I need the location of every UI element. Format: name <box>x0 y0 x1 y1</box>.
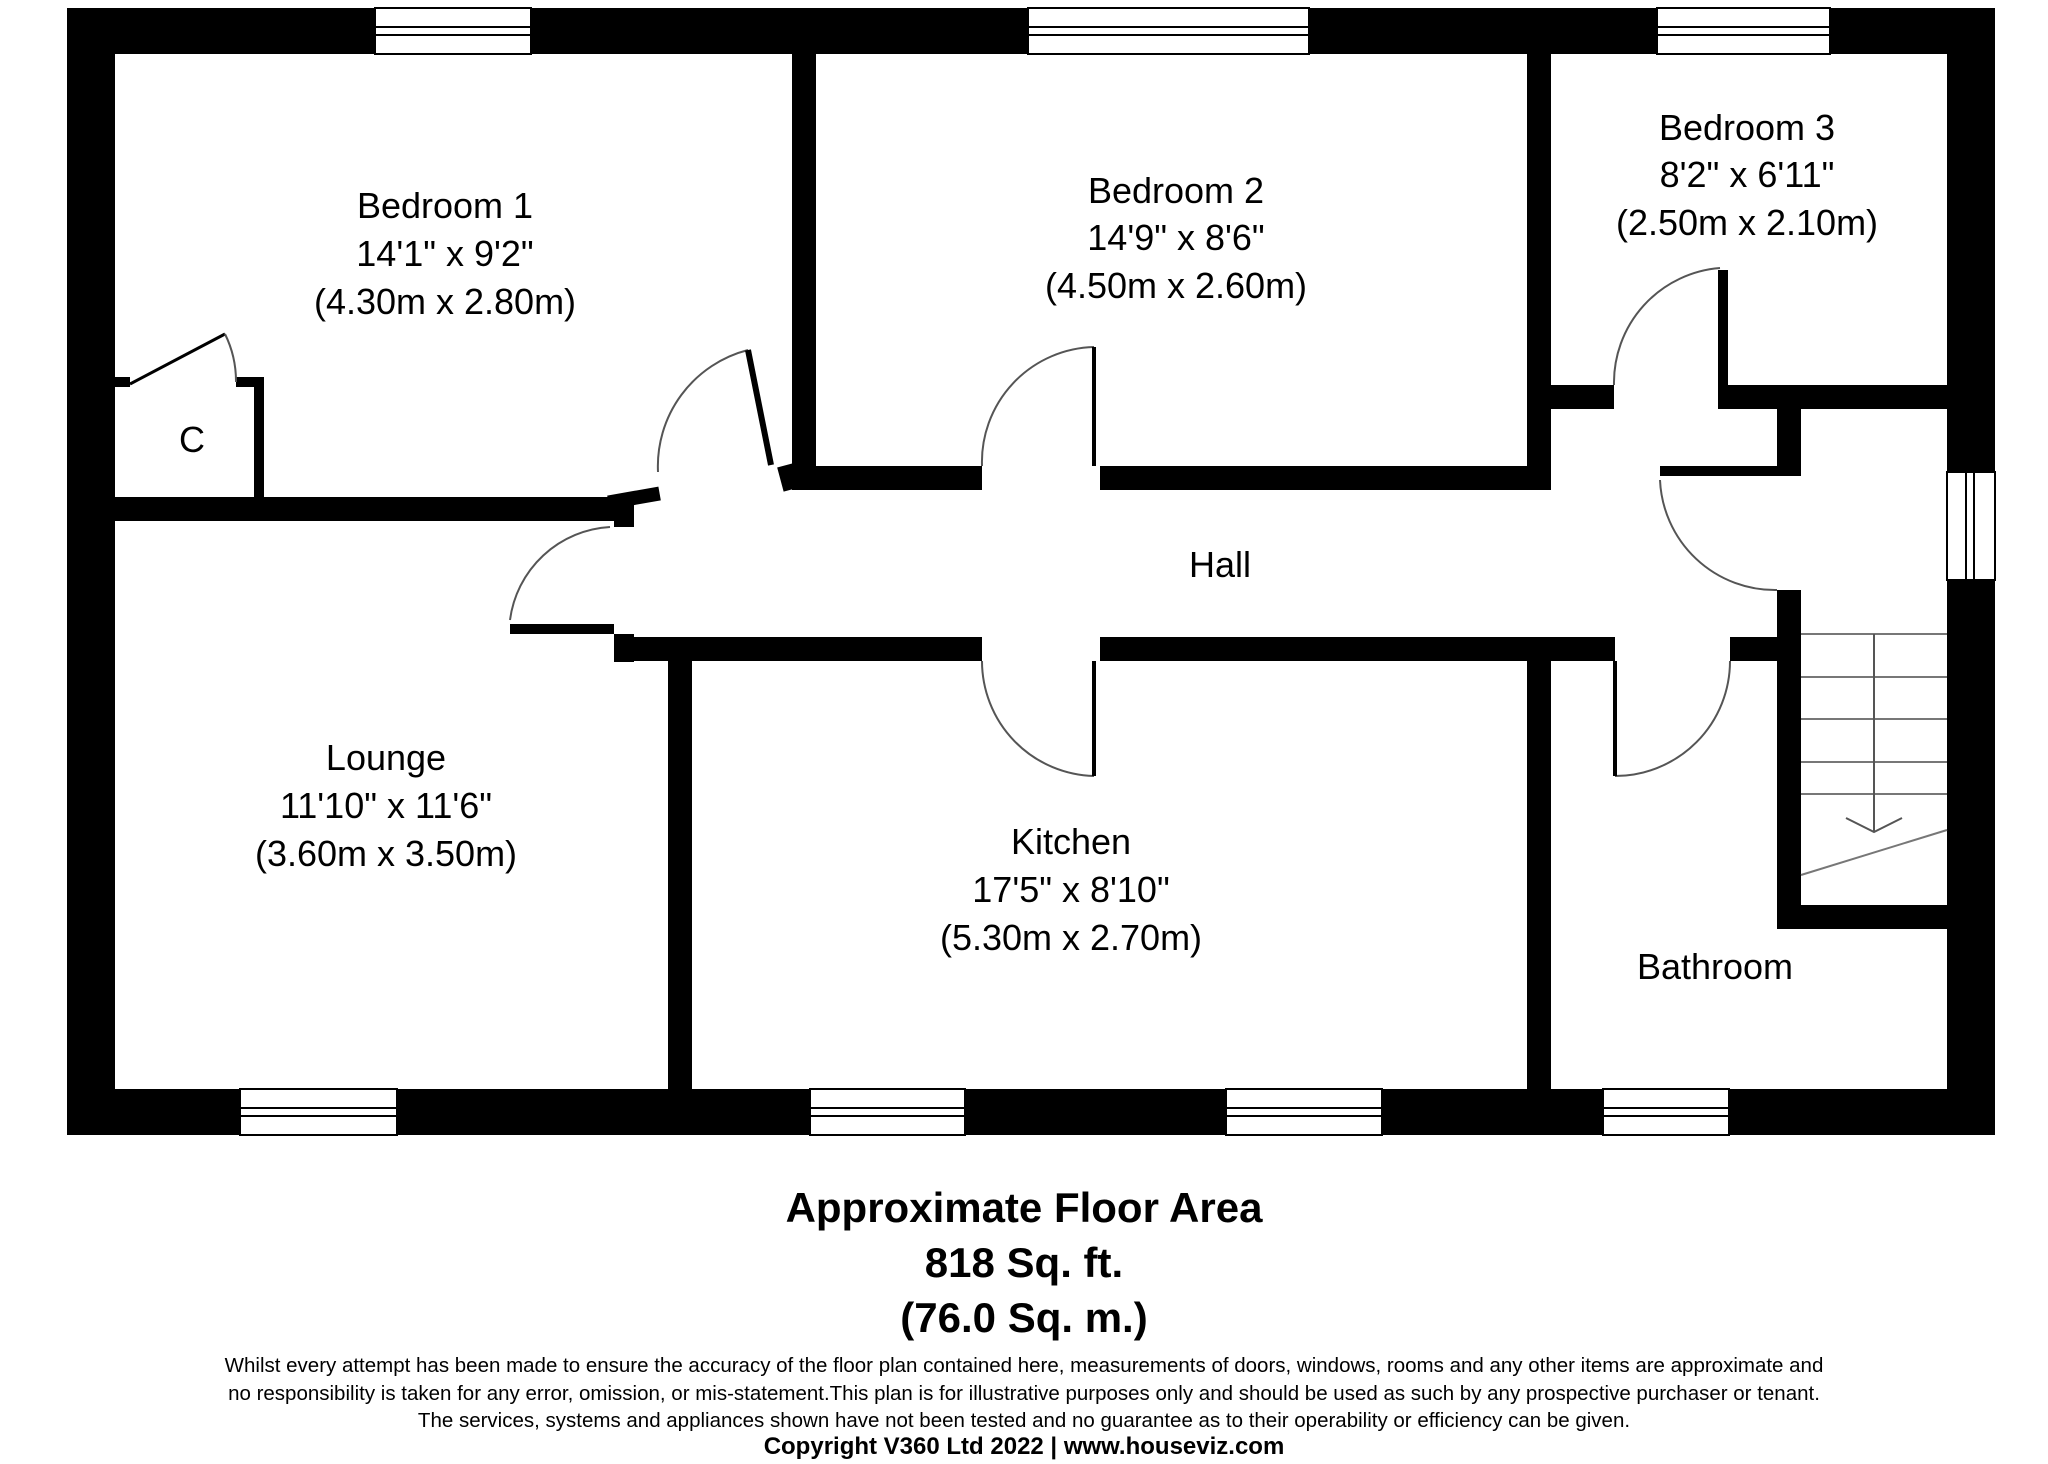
label-bedroom1-imperial: 14'1" x 9'2" <box>356 233 533 274</box>
label-bedroom2-name: Bedroom 2 <box>1088 170 1264 211</box>
door-kitchen <box>981 660 1096 777</box>
label-kitchen-imperial: 17'5" x 8'10" <box>972 869 1169 910</box>
floor-area-imperial: 818 Sq. ft. <box>924 1239 1124 1286</box>
interior-walls <box>115 54 1947 1089</box>
disclaimer: Whilst every attempt has been made to en… <box>0 1352 2048 1435</box>
label-bedroom3-imperial: 8'2" x 6'11" <box>1660 154 1835 195</box>
door-bedroom1 <box>656 349 774 473</box>
staircase <box>1800 633 1948 876</box>
label-bedroom3-name: Bedroom 3 <box>1659 107 1835 148</box>
label-hall: Hall <box>1189 544 1251 585</box>
window-lounge <box>239 1088 398 1136</box>
disclaimer-line-1: Whilst every attempt has been made to en… <box>224 1354 1824 1377</box>
label-bedroom2-imperial: 14'9" x 8'6" <box>1087 217 1264 258</box>
window-bathroom <box>1602 1088 1730 1136</box>
label-lounge-imperial: 11'10" x 11'6" <box>280 785 492 826</box>
label-kitchen-name: Kitchen <box>1011 821 1131 862</box>
window-bedroom3 <box>1656 7 1831 55</box>
window-kitchen-right <box>1225 1088 1383 1136</box>
doors <box>129 267 1778 777</box>
door-cupboard <box>129 332 238 386</box>
floor-plan: Bedroom 1 14'1" x 9'2" (4.30m x 2.80m) B… <box>67 7 1996 1136</box>
window-bedroom1 <box>374 7 532 55</box>
disclaimer-line-2: no responsibility is taken for any error… <box>228 1381 1820 1405</box>
door-hall-cupboard <box>1659 479 1778 592</box>
door-bathroom <box>1613 660 1731 777</box>
windows <box>239 7 1996 1136</box>
floor-area-metric: (76.0 Sq. m.) <box>900 1294 1148 1341</box>
label-bedroom2-metric: (4.50m x 2.60m) <box>1045 265 1307 306</box>
label-bedroom1-name: Bedroom 1 <box>357 185 533 226</box>
label-bathroom: Bathroom <box>1637 946 1793 987</box>
floor-area-title: Approximate Floor Area <box>785 1184 1263 1231</box>
label-bedroom1-metric: (4.30m x 2.80m) <box>314 281 576 322</box>
window-bedroom2 <box>1027 7 1310 55</box>
label-lounge-metric: (3.60m x 3.50m) <box>255 833 517 874</box>
door-lounge <box>509 526 611 621</box>
floor-area-summary: Approximate Floor Area 818 Sq. ft. (76.0… <box>0 1180 2048 1345</box>
label-kitchen-metric: (5.30m x 2.70m) <box>940 917 1202 958</box>
label-lounge-name: Lounge <box>326 737 446 778</box>
door-bedroom2 <box>980 346 1096 467</box>
label-bedroom3-metric: (2.50m x 2.10m) <box>1616 202 1878 243</box>
door-bedroom3 <box>1612 267 1721 386</box>
window-kitchen-left <box>809 1088 966 1136</box>
window-hall-east <box>1946 471 1996 581</box>
copyright: Copyright V360 Ltd 2022 | www.houseviz.c… <box>763 1433 1285 1460</box>
label-cupboard: C <box>179 419 205 460</box>
disclaimer-line-3: The services, systems and appliances sho… <box>417 1409 1631 1432</box>
